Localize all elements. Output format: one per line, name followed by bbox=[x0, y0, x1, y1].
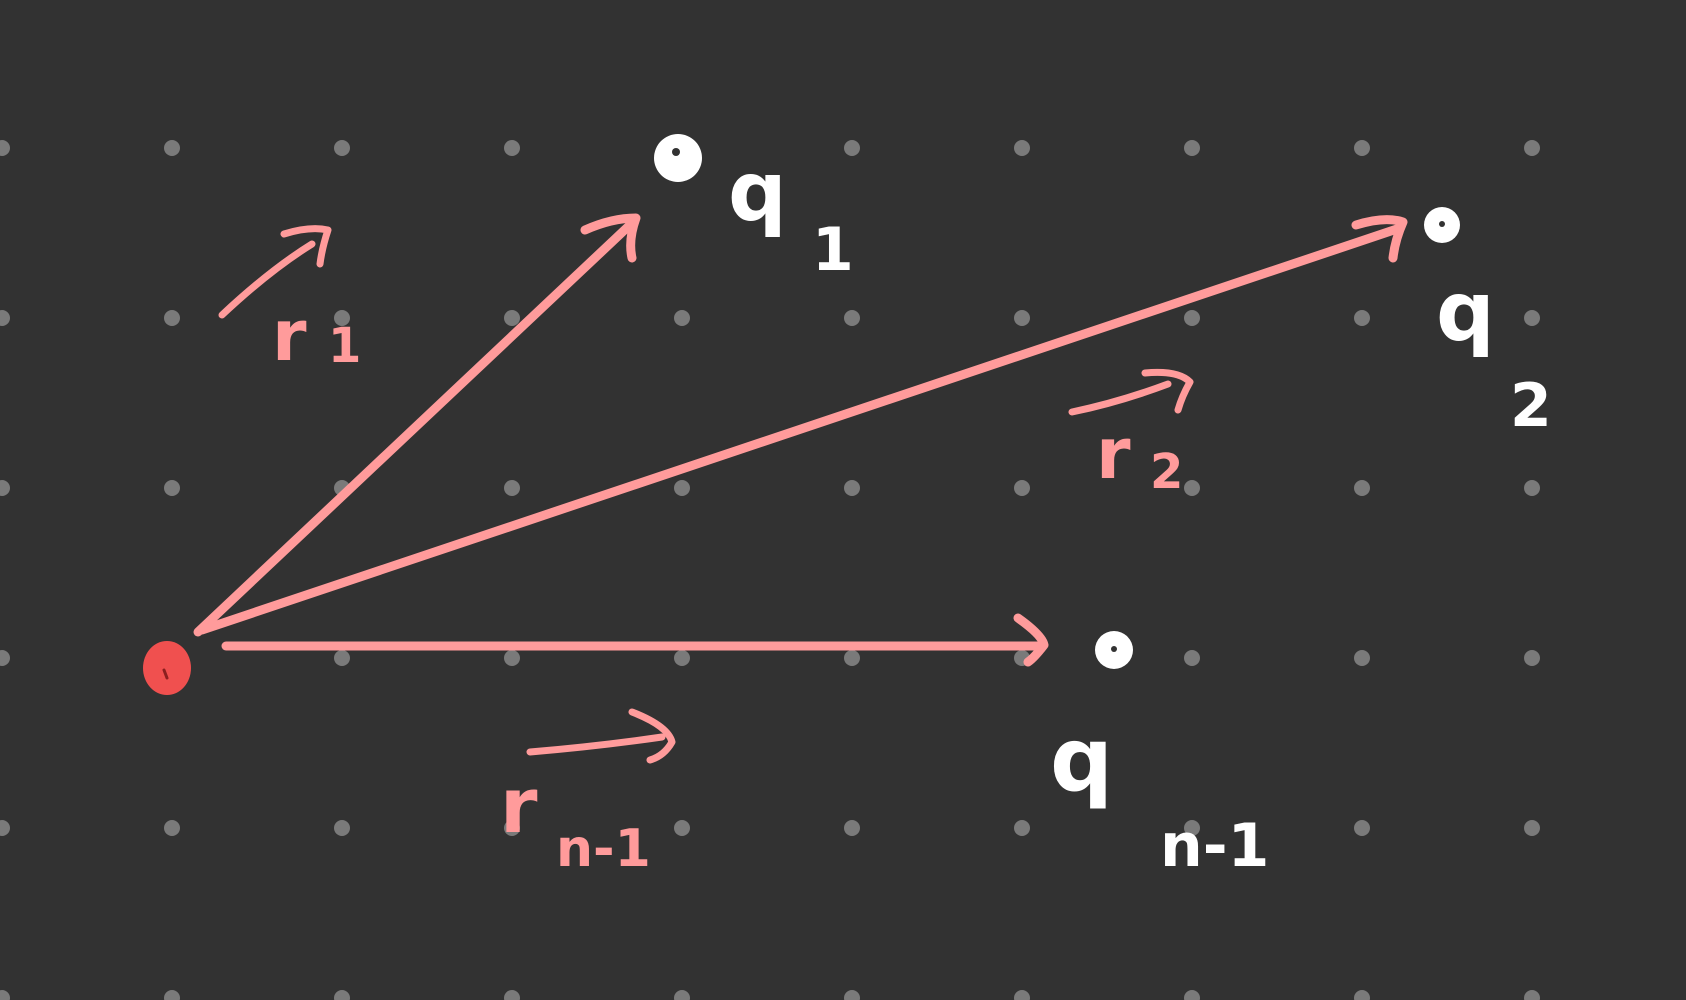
vector-r2-arrowhead bbox=[1351, 215, 1408, 263]
grid-dot bbox=[164, 820, 180, 836]
grid-dot bbox=[674, 990, 690, 1000]
grid-dot bbox=[164, 480, 180, 496]
grid-dot bbox=[1184, 480, 1200, 496]
grid-dot bbox=[1524, 990, 1540, 1000]
grid-dot bbox=[334, 140, 350, 156]
label-r2-main: r bbox=[1096, 413, 1131, 495]
grid-dot bbox=[504, 480, 520, 496]
grid-dot bbox=[334, 310, 350, 326]
label-qn1-main: q bbox=[1050, 708, 1113, 811]
grid-dot bbox=[164, 310, 180, 326]
label-qn1-sub: n-1 bbox=[1160, 811, 1269, 881]
grid-dot bbox=[844, 990, 860, 1000]
vector-r1-overarrow bbox=[218, 225, 332, 319]
grid-dot bbox=[674, 820, 690, 836]
vector-r1-shaft bbox=[193, 218, 637, 637]
grid-dot bbox=[164, 140, 180, 156]
grid-dot bbox=[1524, 820, 1540, 836]
grid-dot bbox=[674, 650, 690, 666]
grid-dot bbox=[844, 650, 860, 666]
vector-r2 bbox=[197, 215, 1408, 635]
grid-dot bbox=[504, 140, 520, 156]
label-r1: r 1 bbox=[272, 295, 361, 377]
grid-dot bbox=[0, 140, 10, 156]
grid-dot bbox=[1014, 310, 1030, 326]
label-q2-sub: 2 bbox=[1510, 371, 1552, 441]
grid-dot bbox=[1354, 140, 1370, 156]
grid-dot bbox=[844, 480, 860, 496]
grid-dot bbox=[674, 310, 690, 326]
grid-dot bbox=[164, 990, 180, 1000]
grid-dot bbox=[1014, 990, 1030, 1000]
grid-dot bbox=[1014, 480, 1030, 496]
label-q2: q 2 bbox=[1436, 265, 1552, 441]
grid-dot bbox=[504, 820, 520, 836]
label-qn1: q n-1 bbox=[1050, 708, 1269, 881]
vector-rn1 bbox=[221, 613, 1049, 667]
vector-rn1-overarrow bbox=[526, 708, 676, 764]
vector-rn1-arrowhead bbox=[1013, 613, 1049, 667]
grid-dot bbox=[1014, 820, 1030, 836]
label-rn1-sub: n-1 bbox=[556, 819, 651, 879]
grid-dot bbox=[334, 650, 350, 666]
charge-point-q2-mark bbox=[1439, 221, 1445, 227]
charge-point-qn1-mark bbox=[1111, 646, 1117, 652]
label-q1-sub: 1 bbox=[812, 215, 854, 285]
grid-dot bbox=[504, 990, 520, 1000]
label-q1: q 1 bbox=[728, 145, 854, 285]
grid-dot bbox=[0, 990, 10, 1000]
label-q2-main: q bbox=[1436, 265, 1495, 360]
grid-dot bbox=[674, 480, 690, 496]
grid-dot bbox=[1184, 990, 1200, 1000]
grid-dot bbox=[1014, 140, 1030, 156]
vector-r1 bbox=[193, 213, 641, 637]
grid-dot bbox=[1184, 820, 1200, 836]
label-r1-main: r bbox=[272, 295, 307, 377]
grid-dot bbox=[0, 310, 10, 326]
grid-dot bbox=[1354, 820, 1370, 836]
label-r2: r 2 bbox=[1096, 413, 1183, 500]
grid-dot bbox=[504, 310, 520, 326]
grid-dot bbox=[0, 480, 10, 496]
charge-point-q1 bbox=[654, 134, 702, 182]
label-rn1-main: r bbox=[500, 761, 538, 850]
vector-r2-overarrow bbox=[1068, 368, 1194, 416]
grid-dot bbox=[504, 650, 520, 666]
grid-dot bbox=[1354, 650, 1370, 666]
vector-r1-arrowhead bbox=[580, 213, 641, 263]
grid-dot bbox=[0, 820, 10, 836]
charge-point-q1-mark bbox=[672, 148, 680, 156]
grid-dot bbox=[1354, 480, 1370, 496]
grid-dot bbox=[1184, 310, 1200, 326]
grid-dot bbox=[1354, 990, 1370, 1000]
grid-dot bbox=[334, 990, 350, 1000]
grid-dot bbox=[1184, 650, 1200, 666]
grid-dot bbox=[1524, 140, 1540, 156]
origin-point bbox=[143, 641, 191, 695]
grid-dot bbox=[1524, 480, 1540, 496]
grid-dot bbox=[844, 820, 860, 836]
label-r2-sub: 2 bbox=[1150, 444, 1183, 500]
label-q1-main: q bbox=[728, 145, 787, 240]
grid-dot bbox=[844, 140, 860, 156]
grid-dot bbox=[1354, 310, 1370, 326]
label-rn1: r n-1 bbox=[500, 761, 651, 879]
grid-dot bbox=[1524, 310, 1540, 326]
grid-dot bbox=[1184, 140, 1200, 156]
origin-point-mark bbox=[162, 668, 169, 680]
grid-dot bbox=[1524, 650, 1540, 666]
label-r1-sub: 1 bbox=[328, 318, 361, 374]
grid-dot bbox=[0, 650, 10, 666]
grid-dot bbox=[844, 310, 860, 326]
grid-dot bbox=[334, 820, 350, 836]
dot-grid bbox=[0, 140, 1540, 1000]
vector-r2-shaft bbox=[197, 223, 1405, 635]
